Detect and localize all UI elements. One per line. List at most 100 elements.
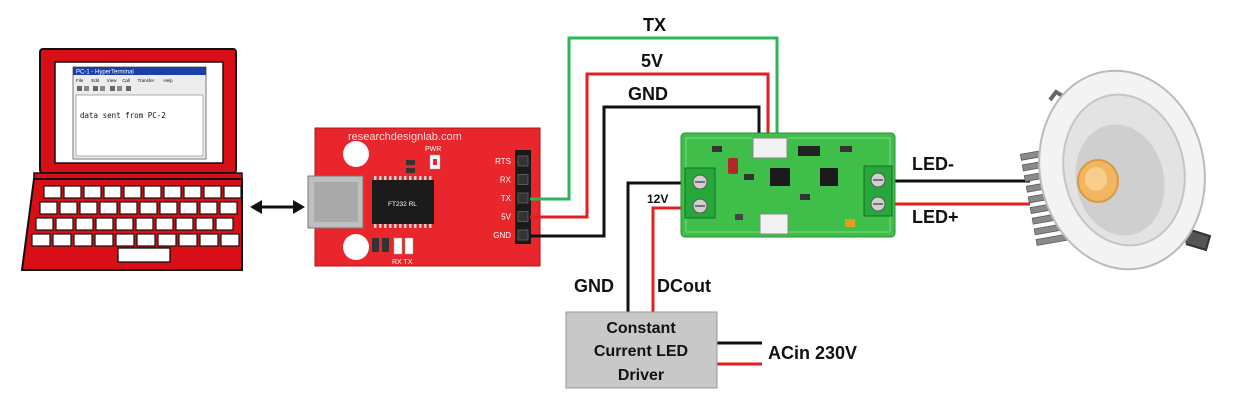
driver-line-2: Current LED [594,343,688,360]
keyboard-key [175,217,194,231]
constant-current-driver: Constant Current LED Driver [565,311,718,389]
keyboard-key [35,217,54,231]
terminal-toolbar [77,86,131,91]
keyboard-key [179,201,198,215]
keyboard-key [219,201,238,215]
terminal-title: PC-1 - HyperTerminal [76,70,134,76]
uart-brand: researchdesignlab.com [348,131,462,143]
keyboard-key [99,201,118,215]
pin-label: TX [501,194,512,203]
driver-line-3: Driver [618,367,664,384]
keyboard-key [95,217,114,231]
chip-label: FT232 RL [388,201,417,208]
keyboard-key [195,217,214,231]
terminal-menu-item: Edit [91,78,100,83]
label-12v: 12V [647,192,668,206]
keyboard-key [39,201,58,215]
keyboard-key [155,217,174,231]
keyboard-key [59,201,78,215]
wire-dcout [651,206,692,312]
keyboard-key [199,233,219,247]
led-controller-board [680,132,896,238]
label-gnd-bottom: GND [574,276,614,296]
keyboard-key [157,233,177,247]
keyboard-key [63,185,82,199]
mounting-hole-bottom [343,234,369,260]
label-led-minus: LED- [912,154,954,174]
uart-connector [752,137,788,159]
pin-label: RX [500,176,512,185]
keyboard-key [135,217,154,231]
header-pin [517,174,529,185]
keyboard-key [55,217,74,231]
ft232-chip [372,180,434,224]
label-acin: ACin 230V [768,343,857,363]
pwr-label: PWR [425,146,441,153]
driver-box [565,311,718,389]
mounting-hole-top [343,141,369,167]
keyboard-key [79,201,98,215]
terminal-text: data sent from PC-2 [80,111,166,120]
wire-tx [530,36,779,201]
keyboard-key [52,233,72,247]
rx-tx-label: RX TX [392,259,413,266]
aux-connector [759,213,789,235]
keyboard-key [43,185,62,199]
terminal-titlebar [73,67,206,75]
terminal-menu-item: Call [122,78,130,83]
keyboard-key [75,217,94,231]
ic-1 [770,168,790,186]
chip-pins [374,176,432,228]
pin-label: GND [493,231,511,240]
pin-label: RTS [495,157,511,166]
label-tx: TX [643,15,666,35]
terminal-menu-item: File [76,78,84,83]
label-5v: 5V [641,51,663,71]
keyboard-key [215,217,234,231]
keyboard-key [103,185,122,199]
keyboard-key [220,233,240,247]
driver-line-1: Constant [606,320,676,337]
keyboard-key [31,233,51,247]
wire-gnd-bottom [626,181,692,312]
rx-led [393,237,403,255]
wire-gnd-top [530,105,761,238]
laptop: PC-1 - HyperTerminal File Edit View Call Tra… [20,48,243,271]
double-arrow-icon [250,200,305,214]
pin-label: 5V [501,213,511,222]
terminal-menu-item: View [107,78,117,83]
keyboard-key [223,185,242,199]
header-pin [517,155,529,167]
keyboard-key [163,185,182,199]
keyboard-key [119,201,138,215]
terminal-text-area [75,94,204,157]
terminal-menu-item: Help [163,78,173,83]
usb-uart-board: researchdesignlab.com FT232 RL PWR RX TX… [307,127,541,267]
keyboard-key [139,201,158,215]
ic-2 [820,168,838,186]
keyboard-key [73,233,93,247]
keyboard-key [203,185,222,199]
terminal-menu: File Edit View Call Transfer Help [76,78,173,83]
keyboard-key [115,217,134,231]
header-pin [517,229,529,241]
wire-5v [530,72,770,219]
laptop-keyboard [31,185,242,247]
label-gnd-top: GND [628,84,668,104]
label-dcout: DCout [657,276,711,296]
keyboard-key [115,233,135,247]
keyboard-key [178,233,198,247]
keyboard-key [199,201,218,215]
keyboard-key [94,233,114,247]
led-downlight [1019,69,1212,271]
terminal-menu-item: Transfer [138,78,155,83]
uart-header: RTS RX TX 5V GND [493,150,531,244]
keyboard-key [159,201,178,215]
keyboard-key [183,185,202,199]
laptop-touchpad [117,247,171,263]
keyboard-key [123,185,142,199]
header-pin [517,192,529,204]
label-led-plus: LED+ [912,207,959,227]
tx-led [404,237,414,255]
